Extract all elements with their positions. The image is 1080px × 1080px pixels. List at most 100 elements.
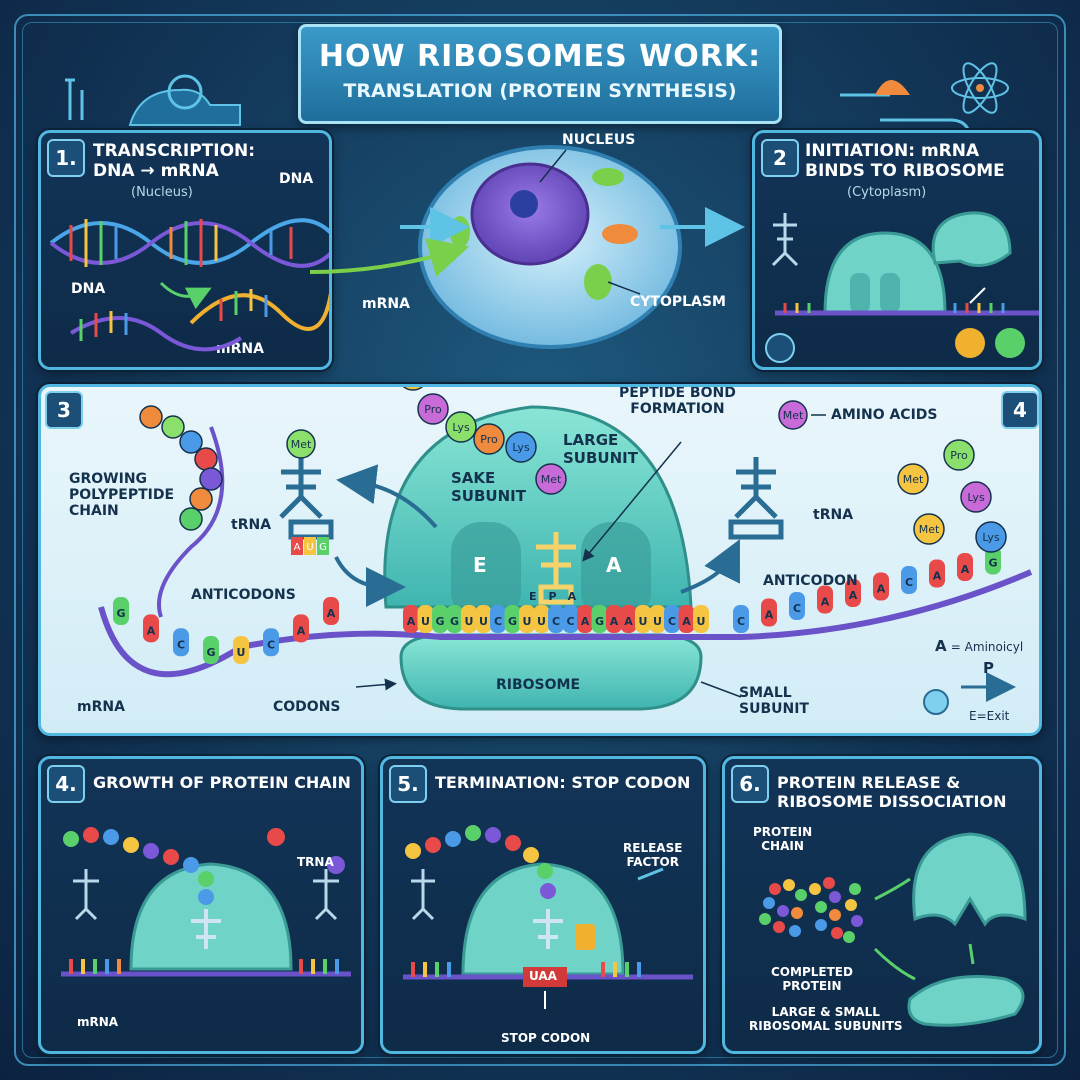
sake-subunit-label: SAKE SUBUNIT [451, 469, 526, 505]
amino-acid-label: Lys [512, 441, 530, 454]
stop-codon-label: STOP CODON [501, 1031, 591, 1045]
panel-number: 2 [761, 139, 799, 177]
label-line: LARGE [563, 431, 619, 449]
label-line: PROTEIN [782, 979, 842, 993]
mrna-base [901, 566, 917, 594]
mrna-base [845, 579, 861, 607]
mrna-base [293, 614, 309, 643]
mrna-base [620, 605, 637, 633]
mrna-base-letter: C [793, 602, 801, 615]
small-subunit-label: SMALL SUBUNIT [739, 685, 809, 717]
mrna-base-letter: A [877, 583, 886, 596]
amino-acid-label: Met [291, 438, 312, 451]
mrna-base-letter: U [465, 615, 474, 628]
cell-illustration: NUCLEUS CYTOPLASM mRNA [309, 122, 750, 372]
panel-title: INITIATION: mRNA BINDS TO RIBOSOME [805, 141, 1005, 182]
site-letters: EPA [529, 590, 588, 603]
amino-acid-label: Pro [424, 403, 442, 416]
label-line: SMALL [739, 685, 792, 701]
label-line: COMPLETED [771, 965, 853, 979]
panel-growth: 4. GROWTH OF PROTEIN CHAIN TRNA mRNA [38, 756, 364, 1054]
amino-acid-label: Pro [480, 433, 498, 446]
amino-acid-bead [417, 393, 449, 425]
mrna-base [606, 605, 622, 633]
amino-acids-label: AMINO ACIDS [831, 407, 938, 423]
site-e-label: E [473, 553, 487, 577]
amino-acid-bead [199, 467, 223, 491]
mrna-base-letter: A [297, 624, 306, 637]
mrna-base [761, 598, 777, 627]
mrna-base-letter: C [905, 576, 913, 589]
panel-title: GROWTH OF PROTEIN CHAIN [93, 773, 351, 792]
anticodon-base [304, 537, 316, 555]
mrna-base-letter: G [988, 557, 997, 570]
panel-title-line: PROTEIN RELEASE & [777, 773, 961, 792]
termination-illustration [403, 825, 693, 1009]
mrna-base-letter: A [849, 589, 858, 602]
mrna-base [929, 559, 945, 588]
site-a-label: A [606, 553, 622, 577]
title-banner: HOW RIBOSOMES WORK: TRANSLATION (PROTEIN… [298, 24, 782, 124]
panel-number: 4. [47, 765, 85, 803]
legend-p: P [983, 659, 994, 677]
mrna-base-letter: C [494, 615, 502, 628]
mrna-base [957, 553, 973, 581]
legend-a-text: = Aminoicyl [950, 640, 1024, 654]
amino-acid-bead [778, 400, 808, 430]
mrna-base-letter: A [407, 615, 416, 628]
mrna-base [323, 597, 339, 625]
label-line: CHAIN [761, 839, 804, 853]
amino-acid-bead [975, 521, 1007, 553]
mrna-base [504, 605, 521, 633]
mrna-base [263, 628, 279, 657]
amino-acid-bead [194, 447, 218, 471]
amino-acid-label: Pro [950, 449, 968, 462]
mrna-base-letter: C [668, 615, 676, 628]
panel-subtitle: (Nucleus) [131, 185, 193, 200]
panel-title-line: BINDS TO RIBOSOME [805, 161, 1005, 182]
anticodons-label: ANTICODONS [191, 587, 296, 603]
label-line: SUBUNIT [739, 701, 809, 717]
label-line: CHAIN [69, 503, 119, 519]
amino-acid-bead [535, 463, 567, 495]
panel-termination: 5. TERMINATION: STOP CODON RELEASE FACTO… [380, 756, 706, 1054]
anticodon-label: ANTICODON [763, 573, 858, 589]
label-line: RIBOSOMAL SUBUNITS [749, 1019, 903, 1033]
mrna-base-letter: U [479, 615, 488, 628]
page-title: HOW RIBOSOMES WORK: [318, 39, 762, 74]
mrna-base-letter: C [267, 638, 275, 651]
panel-title: TERMINATION: STOP CODON [435, 773, 691, 792]
panel-number: 3 [45, 391, 83, 429]
completed-protein-label: COMPLETED PROTEIN [771, 965, 853, 993]
panel-title-line: RIBOSOME DISSOCIATION [777, 792, 1007, 812]
trna-label: tRNA [813, 507, 854, 523]
mrna-base-letter: A [961, 563, 970, 576]
mrna-base [664, 605, 680, 633]
mrna-base [490, 605, 506, 633]
amino-acid-bead [505, 431, 537, 463]
lab-flask-icon [65, 74, 241, 126]
mrna-base-letter: U [523, 615, 532, 628]
amino-acid-bead [161, 415, 185, 439]
mrna-base [519, 605, 535, 633]
amino-acid-bead [286, 429, 316, 459]
nucleus-label: NUCLEUS [562, 132, 636, 148]
label-line: FORMATION [630, 401, 725, 417]
site-letter: P [548, 590, 568, 603]
mrna-base-letter: A [821, 596, 830, 609]
legend-e: E=Exit [969, 709, 1010, 723]
mrna-base-letter: U [537, 615, 546, 628]
mrna-base [533, 605, 550, 633]
mrna-base [678, 605, 695, 633]
mrna-base-letter: A [682, 615, 691, 628]
panel-release: 6. PROTEIN RELEASE & RIBOSOME DISSOCIATI… [722, 756, 1042, 1054]
label-line: POLYPEPTIDE [69, 487, 175, 503]
mrna-base-letter: U [421, 615, 430, 628]
mrna-strand [98, 569, 1033, 678]
amino-acid-bead [179, 507, 203, 531]
amino-acid-bead [139, 405, 163, 429]
amino-acid-label: Met [783, 409, 804, 422]
dna-label: DNA [279, 171, 314, 187]
mrna-base-letter: G [595, 615, 604, 628]
large-subunit-label: LARGE SUBUNIT [563, 431, 638, 467]
